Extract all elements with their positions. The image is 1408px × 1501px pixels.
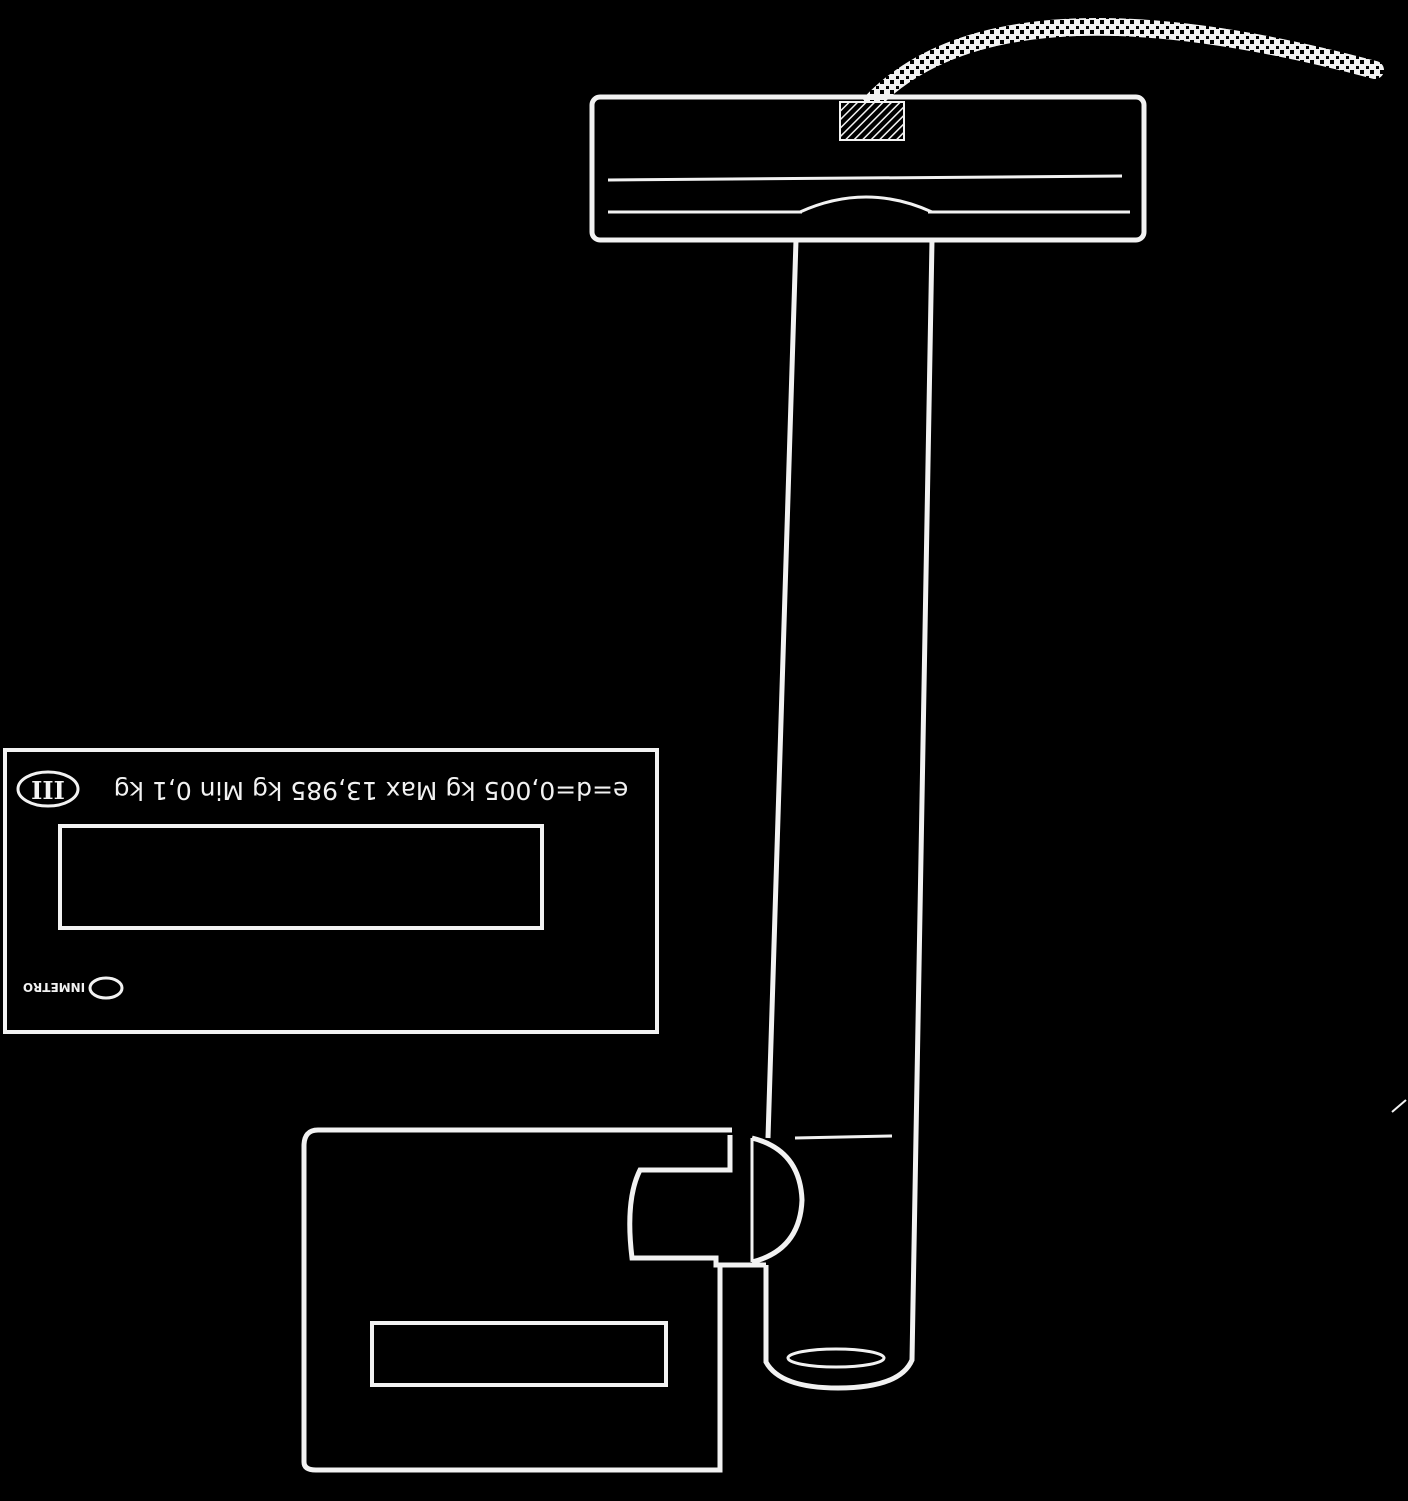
label-plate-frame [3,748,659,1034]
plate-display-window [58,824,544,930]
accuracy-class-label: III [31,775,65,804]
plate-spec-text: e=d=0,005 kg Max 13,985 kg Min 0,1 kg [114,776,629,805]
brand-logo-icon [88,976,124,1000]
cable-connector [839,101,905,141]
top-handle [589,94,1147,243]
brand-mark: INMETRO [23,976,124,1000]
column-clamp [627,1135,805,1268]
brand-text: INMETRO [23,980,85,994]
accuracy-class-badge: III [16,770,80,808]
base-display [370,1321,668,1387]
vertical-column [763,239,935,1391]
base-unit [301,1127,732,1473]
cable [863,17,1384,111]
speck-mark [1391,1099,1407,1113]
label-plate: III e=d=0,005 kg Max 13,985 kg Min 0,1 k… [3,748,659,1034]
